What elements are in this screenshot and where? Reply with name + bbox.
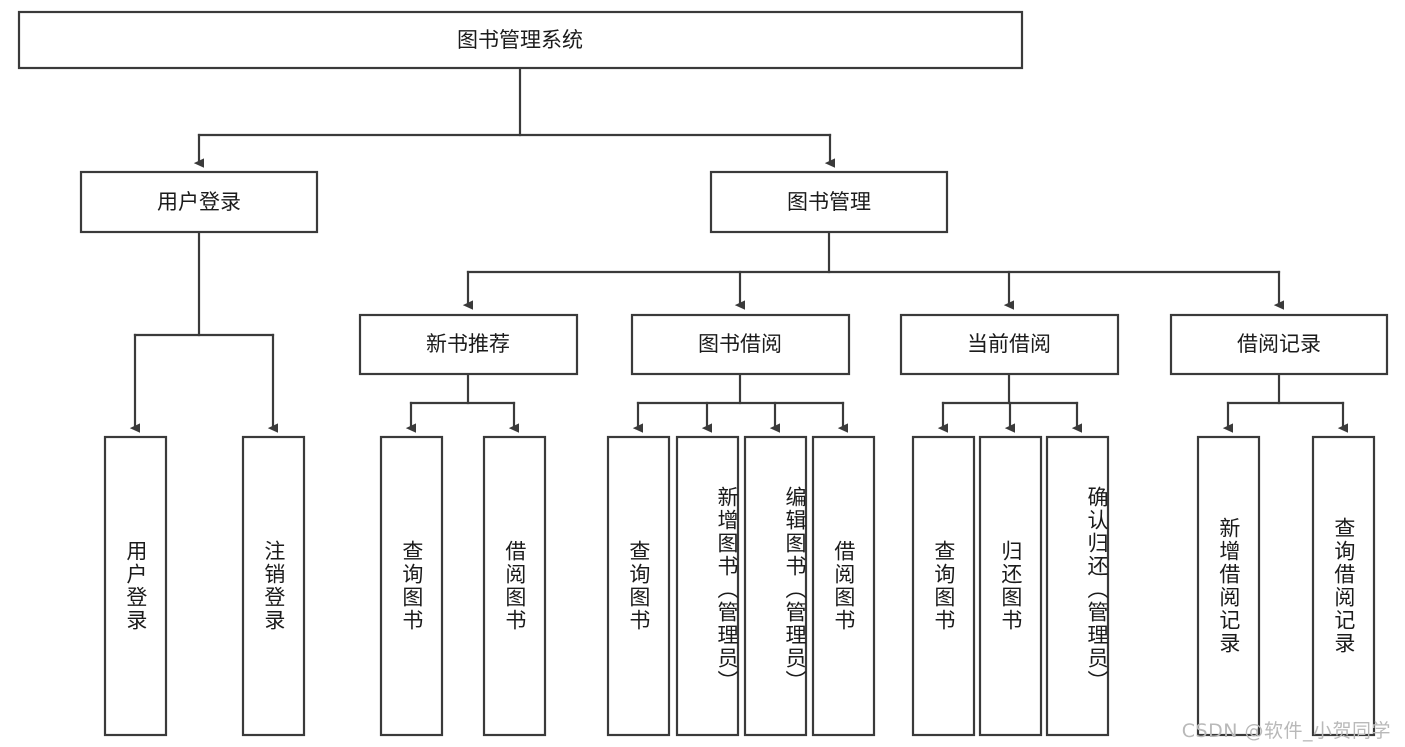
leaf-box-logout[interactable] (241, 435, 306, 737)
leaf-box-newbook-query[interactable] (379, 435, 444, 737)
node-user-login-label: 用户登录 (157, 190, 241, 214)
node-current-borrow[interactable]: 当前借阅 (899, 313, 1120, 376)
node-user-login-box[interactable] (79, 170, 319, 234)
leaf-box-record-add[interactable] (1196, 435, 1261, 737)
node-root-label: 图书管理系统 (457, 28, 583, 52)
node-user-login[interactable]: 用户登录 (79, 170, 319, 234)
node-book-manage[interactable]: 图书管理 (709, 170, 949, 234)
node-new-book-recommend-box[interactable] (358, 313, 579, 376)
node-new-book-recommend[interactable]: 新书推荐 (358, 313, 579, 376)
node-current-borrow-label: 当前借阅 (967, 332, 1051, 356)
node-root-box[interactable] (17, 10, 1024, 70)
node-new-book-recommend-label: 新书推荐 (426, 332, 510, 356)
node-borrow-record-box[interactable] (1169, 313, 1389, 376)
node-book-borrow[interactable]: 图书借阅 (630, 313, 851, 376)
node-current-borrow-box[interactable] (899, 313, 1120, 376)
watermark: CSDN @软件_小贺同学 (1181, 720, 1391, 742)
node-borrow-record-label: 借阅记录 (1237, 332, 1321, 356)
leaf-box-current-return[interactable] (978, 435, 1043, 737)
leaf-box-borrow-add[interactable] (675, 435, 740, 737)
leaf-box-borrow-do[interactable] (811, 435, 876, 737)
leaf-box-newbook-borrow[interactable] (482, 435, 547, 737)
leaf-box-borrow-edit[interactable] (743, 435, 808, 737)
node-book-borrow-label: 图书借阅 (698, 332, 782, 356)
node-book-manage-label: 图书管理 (787, 190, 871, 214)
node-book-manage-box[interactable] (709, 170, 949, 234)
node-root[interactable]: 图书管理系统 (17, 10, 1024, 70)
leaf-box-borrow-query[interactable] (606, 435, 671, 737)
leaf-box-current-confirm[interactable] (1045, 435, 1110, 737)
connectors (129, 66, 1349, 433)
leaf-box-record-query[interactable] (1311, 435, 1376, 737)
leaf-box-current-query[interactable] (911, 435, 976, 737)
leaf-box-user-login[interactable] (103, 435, 168, 737)
node-book-borrow-box[interactable] (630, 313, 851, 376)
node-borrow-record[interactable]: 借阅记录 (1169, 313, 1389, 376)
